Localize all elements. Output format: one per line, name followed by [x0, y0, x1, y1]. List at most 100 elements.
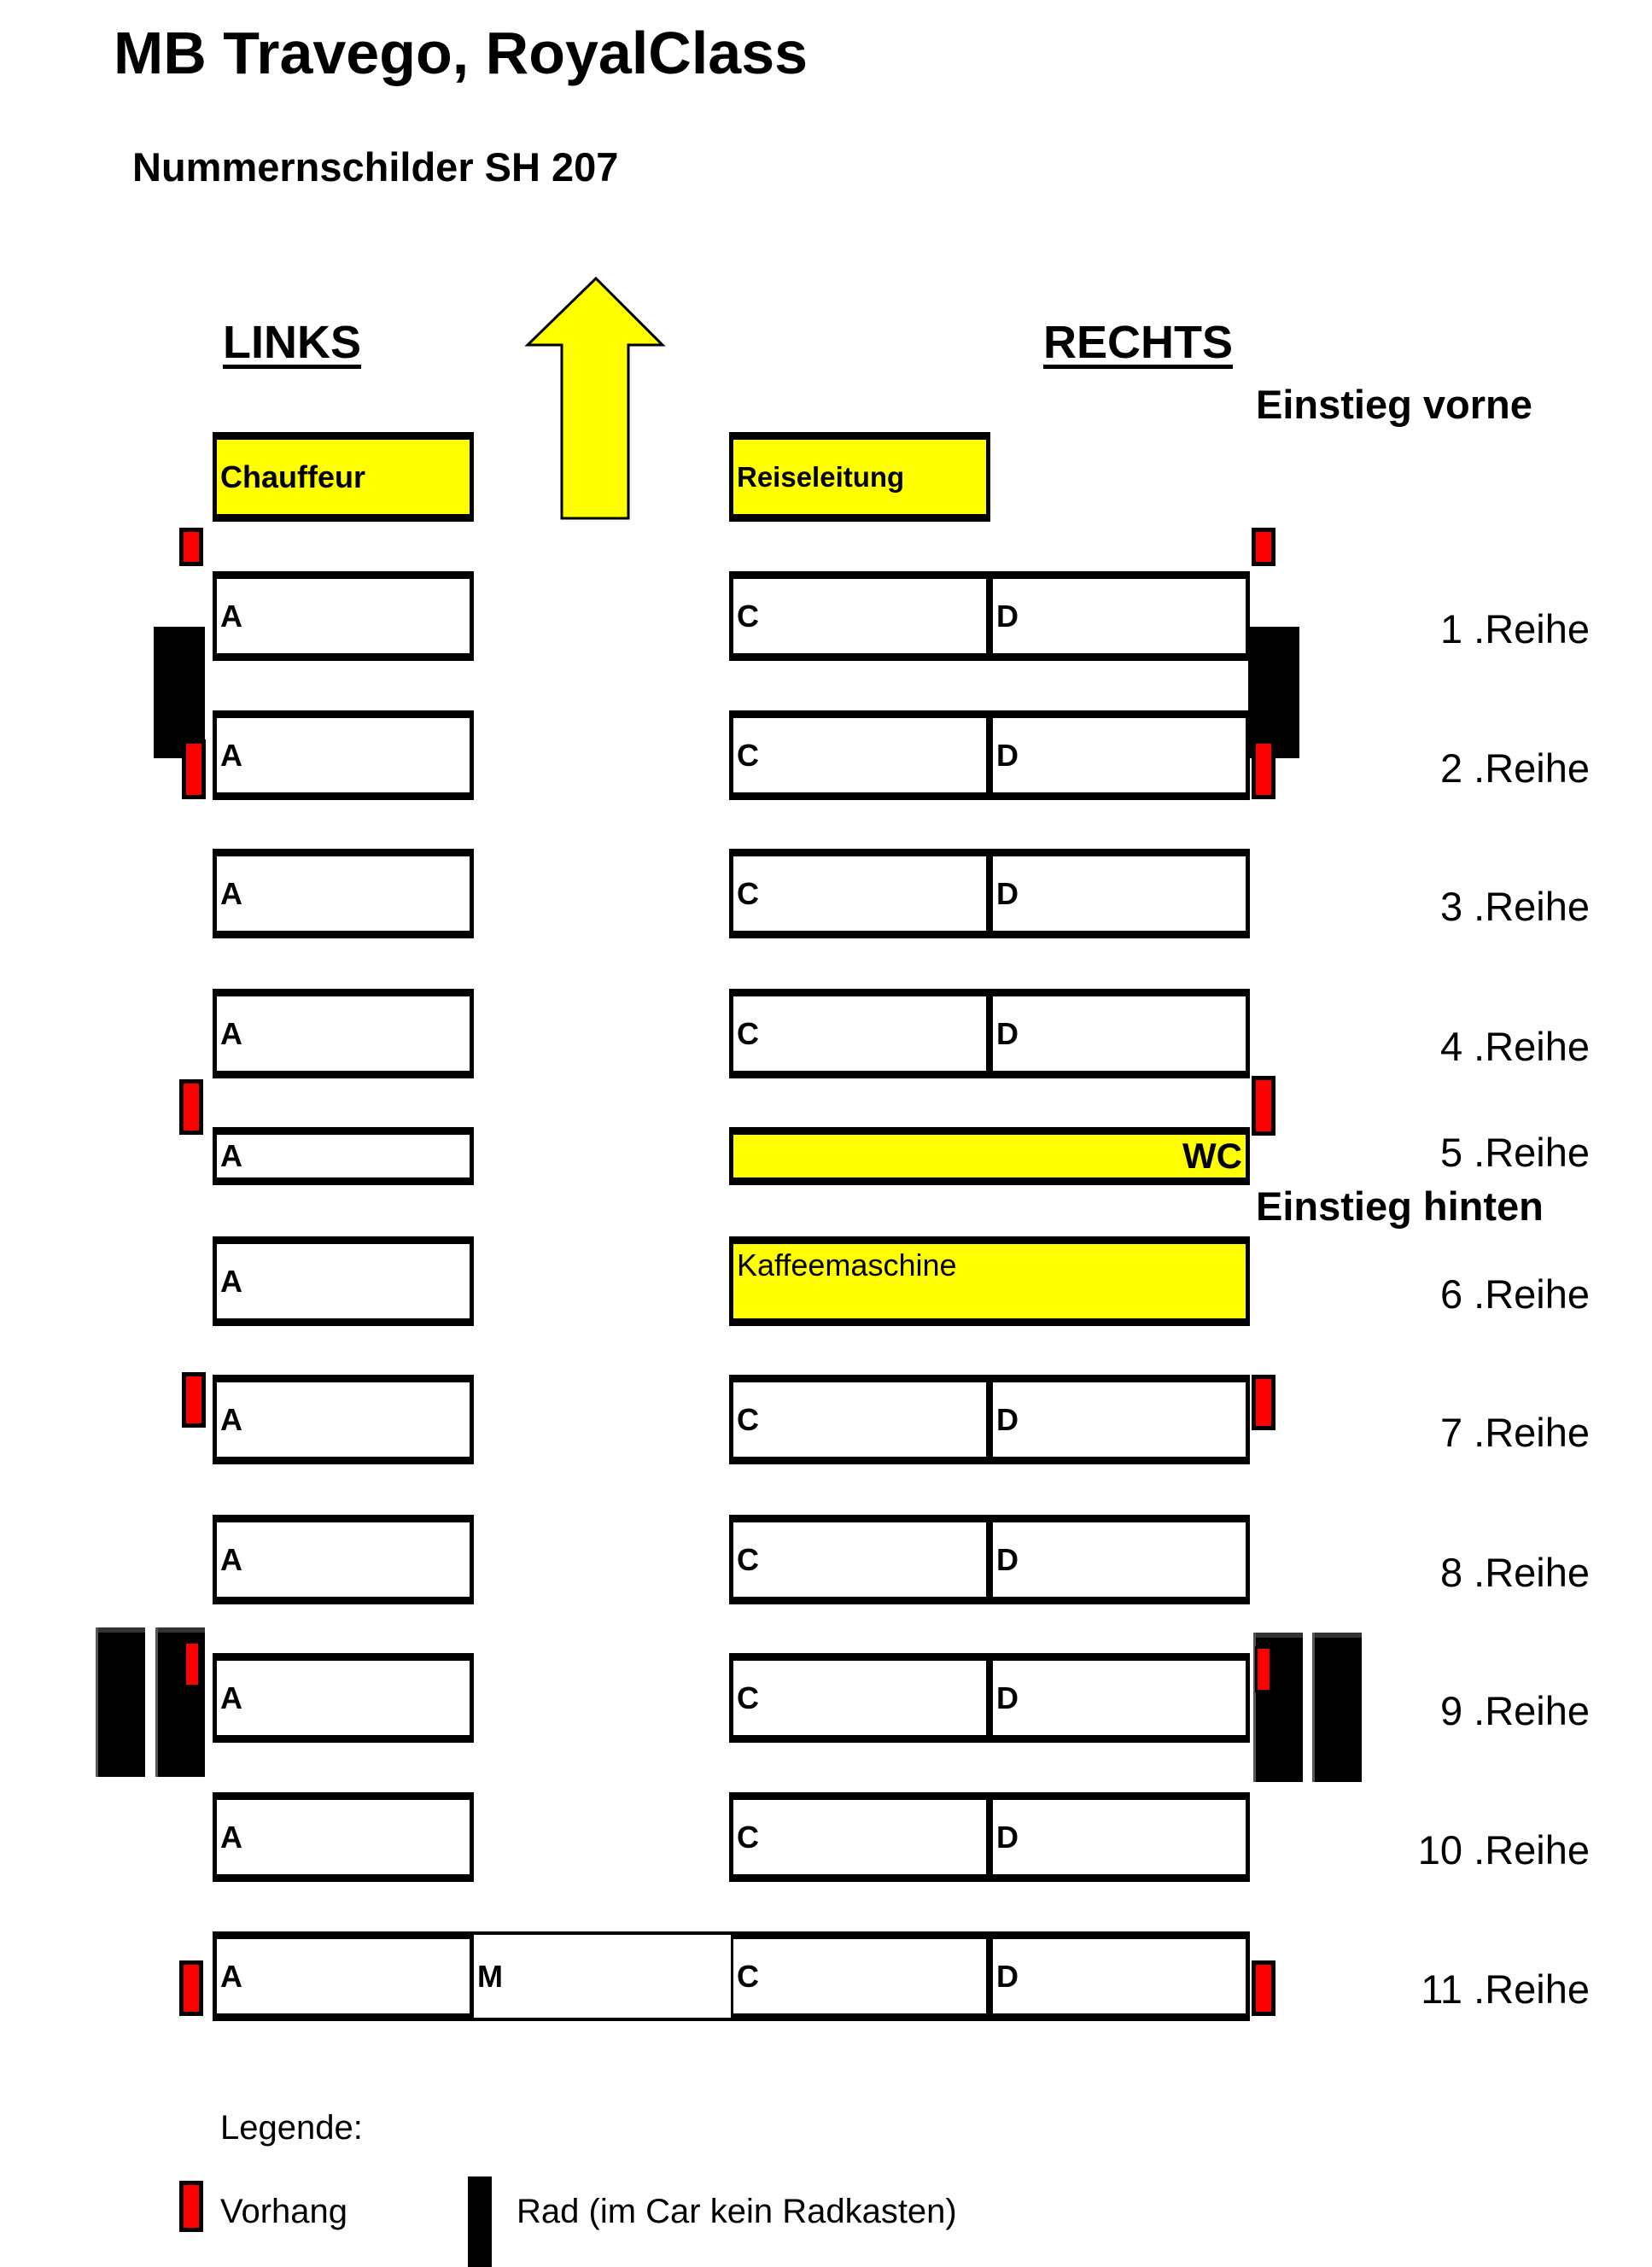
entrance-rear-label: Einstieg hinten	[1256, 1183, 1544, 1229]
seat-5a[interactable]: A	[213, 1127, 474, 1185]
guide-seat[interactable]: Reiseleitung	[729, 432, 990, 522]
seat-11a[interactable]: A	[213, 1931, 474, 2021]
row-label: 4 .Reihe	[1439, 1024, 1590, 1069]
curtain-icon	[1252, 739, 1275, 799]
seat-1d[interactable]: D	[989, 571, 1250, 661]
seat-1c-label: C	[737, 598, 759, 634]
wheel-icon	[96, 1627, 145, 1777]
guide-label: Reiseleitung	[737, 460, 905, 493]
seat-10a[interactable]: A	[213, 1792, 474, 1882]
row-label: 2 .Reihe	[1439, 745, 1590, 791]
curtain-icon	[182, 739, 206, 799]
seat-10c[interactable]: C	[729, 1792, 990, 1882]
seat-7d[interactable]: D	[989, 1375, 1250, 1464]
seat-6a-label: A	[220, 1263, 242, 1299]
seat-5a-label: A	[220, 1138, 242, 1173]
seat-6a[interactable]: A	[213, 1236, 474, 1326]
seat-1c[interactable]: C	[729, 571, 990, 661]
curtain-icon	[1255, 1646, 1272, 1692]
seat-2a[interactable]: A	[213, 710, 474, 800]
seat-1a-label: A	[220, 598, 242, 634]
seat-7c-label: C	[737, 1401, 759, 1437]
seat-11m-label: M	[477, 1958, 503, 1994]
seat-9d-label: D	[996, 1680, 1019, 1715]
seat-1a[interactable]: A	[213, 571, 474, 661]
curtain-icon	[179, 528, 203, 566]
seat-9c-label: C	[737, 1680, 759, 1715]
seat-9c[interactable]: C	[729, 1653, 990, 1743]
seat-2d-label: D	[996, 737, 1019, 773]
legend-wheel-label: Rad (im Car kein Radkasten)	[517, 2193, 957, 2230]
seat-3c[interactable]: C	[729, 849, 990, 938]
seat-10a-label: A	[220, 1819, 242, 1855]
seat-4c[interactable]: C	[729, 989, 990, 1078]
seat-11c-label: C	[737, 1958, 759, 1994]
wheel-icon	[1248, 627, 1299, 758]
seat-8c-label: C	[737, 1541, 759, 1577]
seat-9a[interactable]: A	[213, 1653, 474, 1743]
row-label: 5 .Reihe	[1439, 1130, 1590, 1175]
seat-3d[interactable]: D	[989, 849, 1250, 938]
seat-2a-label: A	[220, 737, 242, 773]
side-label-right: RECHTS	[1043, 317, 1234, 368]
curtain-icon	[179, 1960, 203, 2016]
seat-7c[interactable]: C	[729, 1375, 990, 1464]
seat-11d[interactable]: D	[989, 1931, 1250, 2021]
seat-2c-label: C	[737, 737, 759, 773]
seat-11m[interactable]: M	[474, 1931, 731, 2021]
seat-2c[interactable]: C	[729, 710, 990, 800]
coffee-machine[interactable]: Kaffeemaschine	[729, 1236, 1250, 1326]
seat-7d-label: D	[996, 1401, 1019, 1437]
seat-4c-label: C	[737, 1015, 759, 1051]
seat-7a[interactable]: A	[213, 1375, 474, 1464]
seat-4d[interactable]: D	[989, 989, 1250, 1078]
entrance-front-label: Einstieg vorne	[1256, 382, 1532, 427]
license-plate-subtitle: Nummernschilder SH 207	[132, 144, 619, 190]
seat-10d[interactable]: D	[989, 1792, 1250, 1882]
seat-3a-label: A	[220, 875, 242, 911]
side-label-left: LINKS	[223, 317, 361, 368]
seat-4a-label: A	[220, 1015, 242, 1051]
wheel-icon	[154, 627, 205, 758]
seat-9d[interactable]: D	[989, 1653, 1250, 1743]
driver-label: Chauffeur	[220, 459, 365, 494]
seat-11d-label: D	[996, 1958, 1019, 1994]
row-label: 3 .Reihe	[1439, 884, 1590, 929]
wc[interactable]: WC	[729, 1127, 1250, 1185]
seat-3d-label: D	[996, 875, 1019, 911]
seat-3a[interactable]: A	[213, 849, 474, 938]
row-label: 7 .Reihe	[1439, 1410, 1590, 1455]
seat-4a[interactable]: A	[213, 989, 474, 1078]
row-label: 10 .Reihe	[1417, 1827, 1590, 1873]
arrow-up-icon	[524, 276, 666, 520]
seat-11c[interactable]: C	[729, 1931, 990, 2021]
page-title: MB Travego, RoyalClass	[114, 20, 808, 86]
row-label: 8 .Reihe	[1439, 1550, 1590, 1595]
seat-8a[interactable]: A	[213, 1515, 474, 1604]
curtain-icon	[179, 1079, 203, 1135]
curtain-icon	[182, 1372, 206, 1428]
seat-8a-label: A	[220, 1541, 242, 1577]
legend-wheel-icon	[468, 2176, 492, 2267]
curtain-icon	[1252, 1076, 1275, 1136]
seat-2d[interactable]: D	[989, 710, 1250, 800]
driver-seat[interactable]: Chauffeur	[213, 432, 474, 522]
row-label: 6 .Reihe	[1439, 1271, 1590, 1317]
legend-curtain-label: Vorhang	[220, 2193, 348, 2230]
legend-curtain-icon	[179, 2181, 203, 2232]
wheel-icon	[1312, 1633, 1362, 1782]
curtain-icon	[1252, 1960, 1275, 2016]
seat-7a-label: A	[220, 1401, 242, 1437]
curtain-icon	[1252, 528, 1275, 566]
wc-label: WC	[1182, 1136, 1242, 1176]
seat-9a-label: A	[220, 1680, 242, 1715]
curtain-icon	[184, 1641, 201, 1687]
seat-10d-label: D	[996, 1819, 1019, 1855]
seat-4d-label: D	[996, 1015, 1019, 1051]
row-label: 11 .Reihe	[1421, 1966, 1590, 2012]
seat-1d-label: D	[996, 598, 1019, 634]
seat-8d[interactable]: D	[989, 1515, 1250, 1604]
row-label: 1 .Reihe	[1439, 606, 1590, 651]
seat-8c[interactable]: C	[729, 1515, 990, 1604]
curtain-icon	[1252, 1375, 1275, 1430]
